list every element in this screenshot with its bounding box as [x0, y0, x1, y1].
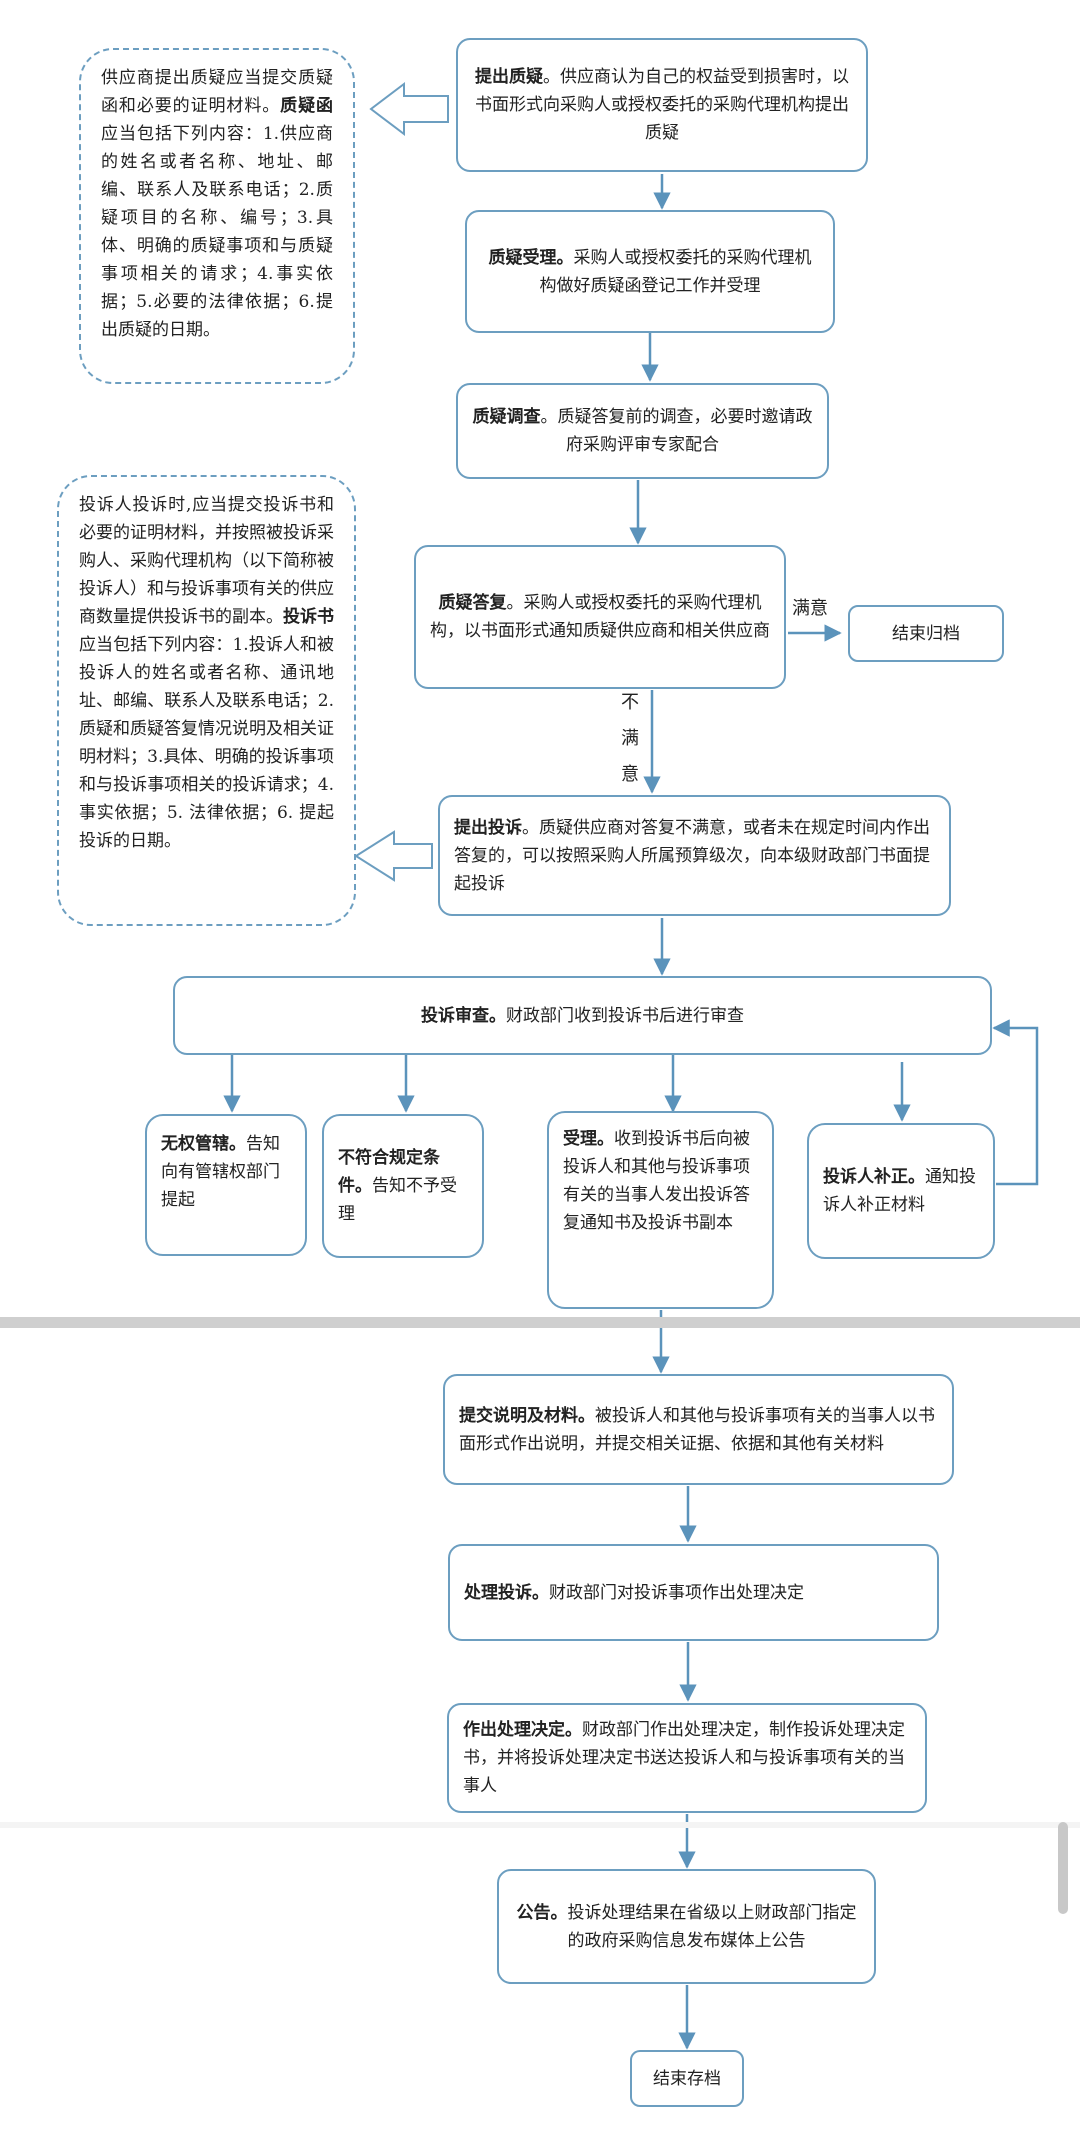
step-title: 提交说明及材料。: [459, 1405, 595, 1426]
step-handle-complaint: 处理投诉。财政部门对投诉事项作出处理决定: [448, 1544, 939, 1641]
step-text: 财政部门对投诉事项作出处理决定: [549, 1582, 804, 1603]
label-char: 意: [621, 764, 639, 785]
branch-not-qualified: 不符合规定条件。告知不予受理: [322, 1114, 484, 1258]
block-arrow-s1-note1: [369, 81, 449, 137]
step-text: 通知投诉人补正材料: [823, 1167, 976, 1215]
step-title: 投诉人补正。: [823, 1167, 925, 1187]
note2-intro: 投诉人投诉时,应当提交投诉书和必要的证明材料，并按照被投诉采购人、采购代理机构（…: [79, 495, 334, 627]
step-investigate-inquiry: 质疑调查。质疑答复前的调查，必要时邀请政府采购评审专家配合: [456, 383, 829, 479]
branch-supplement: 投诉人补正。通知投诉人补正材料: [807, 1123, 995, 1259]
branch-accepted: 受理。收到投诉书后向被投诉人和其他与投诉事项有关的当事人发出投诉答复通知书及投诉…: [547, 1111, 774, 1309]
note1-intro: 供应商提出质疑应当提交质疑函和必要的证明材料。: [101, 68, 333, 116]
step-title: 质疑受理。: [488, 247, 574, 268]
branch-no-jurisdiction: 无权管辖。告知向有管辖权部门提起: [145, 1114, 307, 1256]
step-title: 提出质疑: [475, 67, 543, 87]
label-char: 满: [621, 728, 639, 749]
step-title: 提出投诉: [454, 817, 522, 838]
step-text: 。供应商认为自己的权益受到损害时，以书面形式向采购人或授权委托的采购代理机构提出…: [475, 67, 849, 143]
note-complaint-requirements: 投诉人投诉时,应当提交投诉书和必要的证明材料，并按照被投诉采购人、采购代理机构（…: [57, 475, 356, 926]
scrollbar-thumb[interactable]: [1058, 1822, 1068, 1914]
step-text: 投诉处理结果在省级以上财政部门指定的政府采购信息发布媒体上公告: [567, 1902, 857, 1951]
step-text: 告知向有管辖权部门提起: [161, 1134, 280, 1210]
block-arrow-s5-note2: [354, 830, 433, 882]
step-title: 公告。: [516, 1902, 568, 1923]
arrow-b4-s6: [992, 1019, 1039, 1186]
label-satisfied: 满意: [792, 598, 828, 619]
step-end-archive-1: 结束归档: [848, 605, 1004, 662]
step-title: 质疑答复: [438, 593, 507, 613]
label-unsatisfied: 不 满 意: [619, 685, 641, 793]
step-accept-inquiry: 质疑受理。采购人或授权委托的采购代理机构做好质疑函登记工作并受理: [465, 210, 835, 333]
note-inquiry-requirements: 供应商提出质疑应当提交质疑函和必要的证明材料。质疑函应当包括下列内容：1.供应商…: [79, 48, 355, 384]
step-text: 收到投诉书后向被投诉人和其他与投诉事项有关的当事人发出投诉答复通知书及投诉书副本: [563, 1129, 750, 1233]
step-end-archive-2: 结束存档: [630, 2050, 744, 2107]
step-raise-inquiry: 提出质疑。供应商认为自己的权益受到损害时，以书面形式向采购人或授权委托的采购代理…: [456, 38, 868, 172]
step-title: 不符合规定条件。: [338, 1148, 440, 1196]
step-text: 被投诉人和其他与投诉事项有关的当事人以书面形式作出说明，并提交相关证据、依据和其…: [459, 1405, 935, 1454]
step-text: 。采购人或授权委托的采购代理机构，以书面形式通知质疑供应商和相关供应商: [430, 593, 770, 641]
label-char: 不: [621, 692, 639, 713]
note2-keyword: 投诉书: [283, 607, 334, 627]
step-text: 财政部门收到投诉书后进行审查: [506, 1005, 744, 1026]
step-title: 作出处理决定。: [463, 1720, 582, 1740]
page-separator: [0, 1317, 1080, 1328]
step-text: 采购人或授权委托的采购代理机构做好质疑函登记工作并受理: [539, 247, 812, 296]
step-reply-inquiry: 质疑答复。采购人或授权委托的采购代理机构，以书面形式通知质疑供应商和相关供应商: [414, 545, 786, 689]
step-text: 。质疑供应商对答复不满意，或者未在规定时间内作出答复的，可以按照采购人所属预算级…: [454, 817, 930, 894]
step-text: 结束存档: [653, 2068, 721, 2089]
step-text: 结束归档: [892, 623, 960, 644]
step-text: 财政部门作出处理决定，制作投诉处理决定书，并将投诉处理决定书送达投诉人和与投诉事…: [463, 1720, 905, 1796]
step-announcement: 公告。投诉处理结果在省级以上财政部门指定的政府采购信息发布媒体上公告: [497, 1869, 876, 1984]
render-band: [0, 1822, 1080, 1828]
step-title: 处理投诉。: [464, 1582, 549, 1603]
note1-keyword: 质疑函: [280, 96, 334, 116]
step-review-complaint: 投诉审查。财政部门收到投诉书后进行审查: [173, 976, 992, 1055]
step-title: 投诉审查。: [421, 1005, 506, 1026]
note2-body: 应当包括下列内容：1.投诉人和被投诉人的姓名或者名称、通讯地址、邮编、联系人及联…: [79, 635, 334, 851]
step-submit-explanation: 提交说明及材料。被投诉人和其他与投诉事项有关的当事人以书面形式作出说明，并提交相…: [443, 1374, 954, 1485]
step-text: 。质疑答复前的调查，必要时邀请政府采购评审专家配合: [540, 407, 813, 455]
step-title: 质疑调查: [472, 407, 541, 427]
step-title: 无权管辖。: [161, 1134, 246, 1154]
step-title: 受理。: [563, 1129, 614, 1149]
step-text: 告知不予受理: [338, 1176, 457, 1224]
step-make-decision: 作出处理决定。财政部门作出处理决定，制作投诉处理决定书，并将投诉处理决定书送达投…: [447, 1703, 927, 1813]
note1-body: 应当包括下列内容：1.供应商的姓名或者名称、地址、邮编、联系人及联系电话；2.质…: [101, 124, 333, 340]
step-file-complaint: 提出投诉。质疑供应商对答复不满意，或者未在规定时间内作出答复的，可以按照采购人所…: [438, 795, 951, 916]
